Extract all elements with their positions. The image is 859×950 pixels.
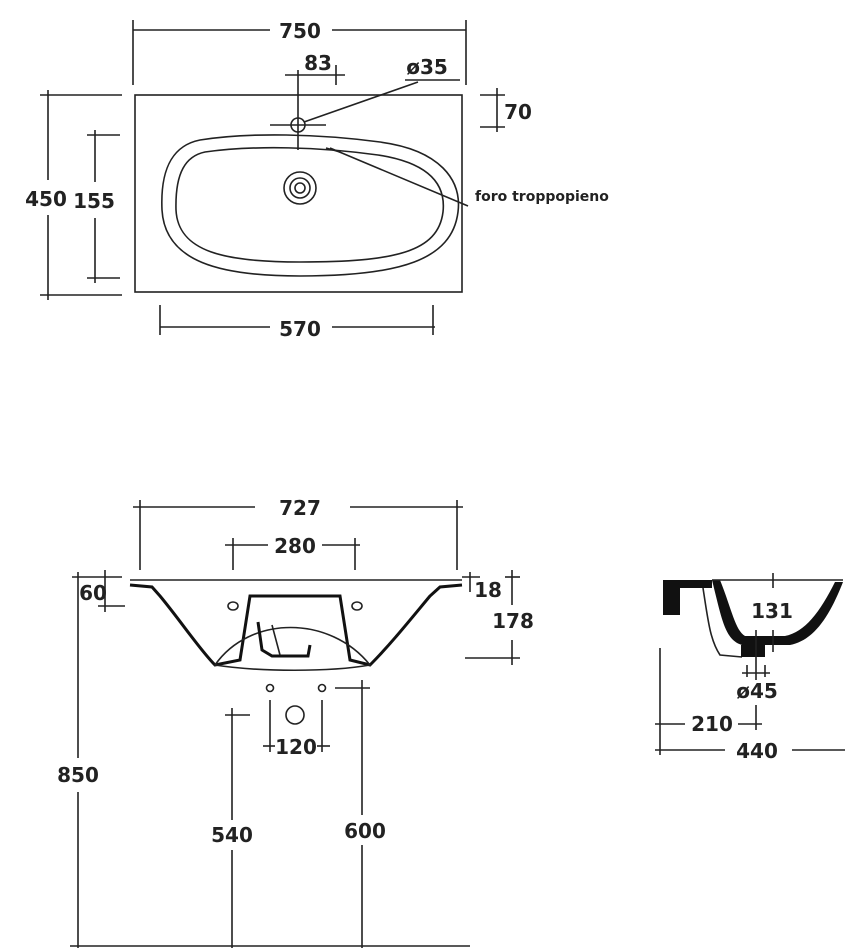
dim-bowl-width: 570 <box>279 317 321 341</box>
dim-tap-diameter: ø35 <box>406 55 448 79</box>
basin-section <box>129 583 463 667</box>
dim-waste-offset: 210 <box>691 712 733 736</box>
dim-rim-thickness: 18 <box>474 578 502 602</box>
dim-supply-height: 600 <box>344 819 386 843</box>
front-view: 727 280 60 18 178 850 120 540 600 <box>57 496 534 948</box>
dim-supply-spacing: 120 <box>275 735 317 759</box>
dim-waste-diameter: ø45 <box>736 679 778 703</box>
dim-side-bowl-depth: 131 <box>751 599 793 623</box>
top-view: 750 83 ø35 70 450 155 570 foro troppopie… <box>25 19 609 341</box>
side-view: 131 ø45 210 440 <box>655 573 845 763</box>
dim-height: 178 <box>492 609 534 633</box>
dim-fixing-height: 60 <box>79 581 107 605</box>
dim-bowl-depth: 155 <box>73 189 115 213</box>
drain-icon <box>283 171 317 205</box>
bowl-inner <box>175 146 445 263</box>
dim-tap-from-edge: 70 <box>504 100 532 124</box>
dim-side-depth: 440 <box>736 739 778 763</box>
dim-waste-height: 540 <box>211 823 253 847</box>
dim-install-height: 850 <box>57 763 99 787</box>
dim-depth-total: 450 <box>25 187 67 211</box>
side-wall-section <box>663 580 712 615</box>
tap-hole-icon <box>270 70 326 150</box>
dim-tap-offset: 83 <box>304 51 332 75</box>
dim-fixing-spacing: 280 <box>274 534 316 558</box>
overflow-label: foro troppopieno <box>475 189 609 205</box>
bowl-outer <box>161 134 460 277</box>
dim-width-total: 750 <box>279 19 321 43</box>
dim-front-width: 727 <box>279 496 321 520</box>
